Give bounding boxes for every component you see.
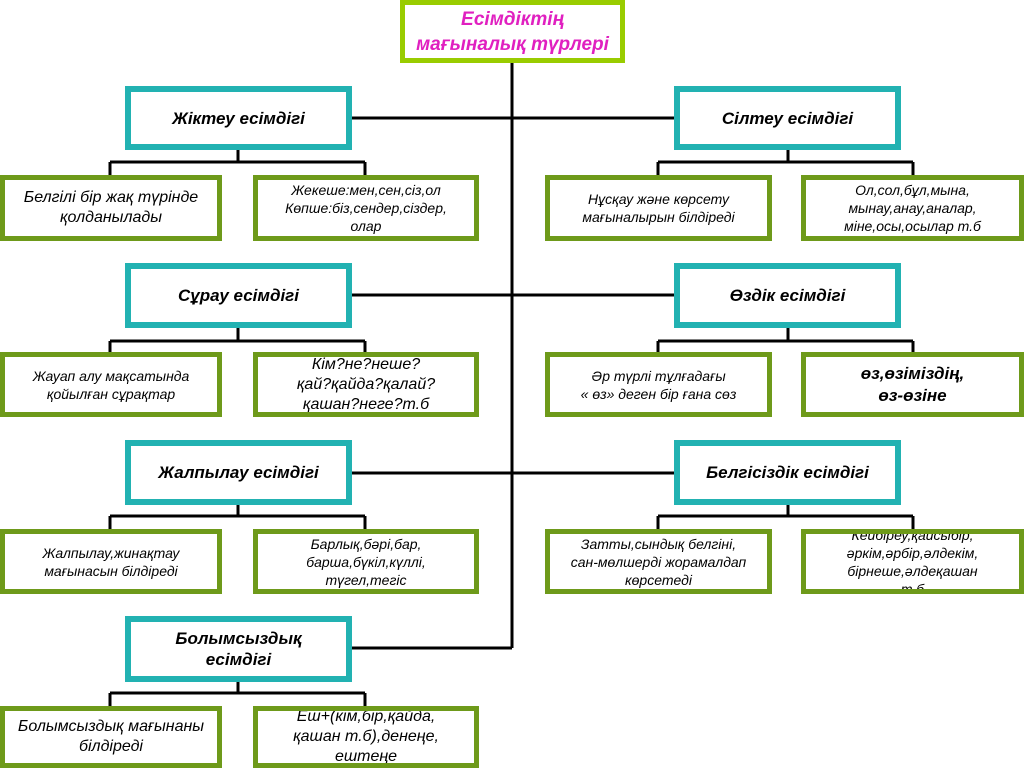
category-bolymsyzdyk: Болымсыздық есімдігі xyxy=(125,616,352,682)
leaf-belgisizdik-examples: Кейбіреу,қайсыбір, әркім,әрбір,әлдекім, … xyxy=(801,529,1024,594)
category-jikteu-label: Жіктеу есімдігі xyxy=(172,108,305,128)
category-jalpylau: Жалпылау есімдігі xyxy=(125,440,352,505)
leaf-surau-examples-text: Кім?не?неше? қай?қайда?қалай? қашан?неге… xyxy=(296,355,436,413)
leaf-jalpylau-desc-text: Жалпылау,жинақтау мағынасын білдіреді xyxy=(42,544,180,579)
leaf-ozdik-desc: Әр түрлі тұлғадағы « өз» деген бір ғана … xyxy=(545,352,772,417)
leaf-bolymsyzdyk-desc-text: Болымсыздық мағынаны білдіреді xyxy=(17,718,205,755)
leaf-jalpylau-examples-text: Барлық,бәрі,бар, барша,бүкіл,күллі, түге… xyxy=(306,535,426,588)
leaf-ozdik-examples: өз,өзіміздің, өз-өзіне xyxy=(801,352,1024,417)
leaf-ozdik-examples-text: өз,өзіміздің, өз-өзіне xyxy=(860,363,965,405)
leaf-jalpylau-examples: Барлық,бәрі,бар, барша,бүкіл,күллі, түге… xyxy=(253,529,479,594)
leaf-silteu-examples: Ол,сол,бұл,мына, мынау,анау,аналар, міне… xyxy=(801,175,1024,241)
title-box: Есімдіктің мағыналық түрлері xyxy=(400,0,625,63)
leaf-belgisizdik-desc: Затты,сындық белгіні, сан-мөлшерді жорам… xyxy=(545,529,772,594)
category-ozdik-label: Өздік есімдігі xyxy=(729,286,846,305)
category-silteu: Сілтеу есімдігі xyxy=(674,86,901,150)
leaf-silteu-desc: Нұсқау және көрсету мағыналырын білдіред… xyxy=(545,175,772,241)
leaf-belgisizdik-examples-text: Кейбіреу,қайсыбір, әркім,әрбір,әлдекім, … xyxy=(846,529,979,594)
category-ozdik: Өздік есімдігі xyxy=(674,263,901,328)
leaf-ozdik-desc-text: Әр түрлі тұлғадағы « өз» деген бір ғана … xyxy=(580,367,737,402)
leaf-bolymsyzdyk-examples-text: Еш+(кім,бір,қайда, қашан т.б),денеңе, еш… xyxy=(293,708,439,765)
category-surau: Сұрау есімдігі xyxy=(125,263,352,328)
leaf-jikteu-examples: Жекеше:мен,сен,сіз,ол Көпше:біз,сендер,с… xyxy=(253,175,479,241)
leaf-bolymsyzdyk-desc: Болымсыздық мағынаны білдіреді xyxy=(0,706,222,768)
leaf-silteu-examples-text: Ол,сол,бұл,мына, мынау,анау,аналар, міне… xyxy=(844,182,981,234)
category-jikteu: Жіктеу есімдігі xyxy=(125,86,352,150)
category-belgisizdik-label: Белгісіздік есімдігі xyxy=(706,463,869,482)
category-silteu-label: Сілтеу есімдігі xyxy=(721,108,854,128)
leaf-belgisizdik-desc-text: Затты,сындық белгіні, сан-мөлшерді жорам… xyxy=(570,535,747,588)
leaf-jikteu-examples-text: Жекеше:мен,сен,сіз,ол Көпше:біз,сендер,с… xyxy=(285,182,447,234)
leaf-jikteu-desc: Белгілі бір жақ түрінде қолданылады xyxy=(0,175,222,241)
category-jalpylau-label: Жалпылау есімдігі xyxy=(158,463,319,482)
category-surau-label: Сұрау есімдігі xyxy=(178,286,299,305)
leaf-surau-desc-text: Жауап алу мақсатында қойылған сұрақтар xyxy=(32,367,190,402)
leaf-silteu-desc-text: Нұсқау және көрсету мағыналырын білдіред… xyxy=(582,191,735,225)
category-bolymsyzdyk-label: Болымсыздық есімдігі xyxy=(175,629,302,669)
leaf-jikteu-desc-text: Белгілі бір жақ түрінде қолданылады xyxy=(23,189,199,226)
leaf-jalpylau-desc: Жалпылау,жинақтау мағынасын білдіреді xyxy=(0,529,222,594)
leaf-bolymsyzdyk-examples: Еш+(кім,бір,қайда, қашан т.б),денеңе, еш… xyxy=(253,706,479,768)
leaf-surau-desc: Жауап алу мақсатында қойылған сұрақтар xyxy=(0,352,222,417)
diagram-title: Есімдіктің мағыналық түрлері xyxy=(416,8,609,55)
leaf-surau-examples: Кім?не?неше? қай?қайда?қалай? қашан?неге… xyxy=(253,352,479,417)
category-belgisizdik: Белгісіздік есімдігі xyxy=(674,440,901,505)
